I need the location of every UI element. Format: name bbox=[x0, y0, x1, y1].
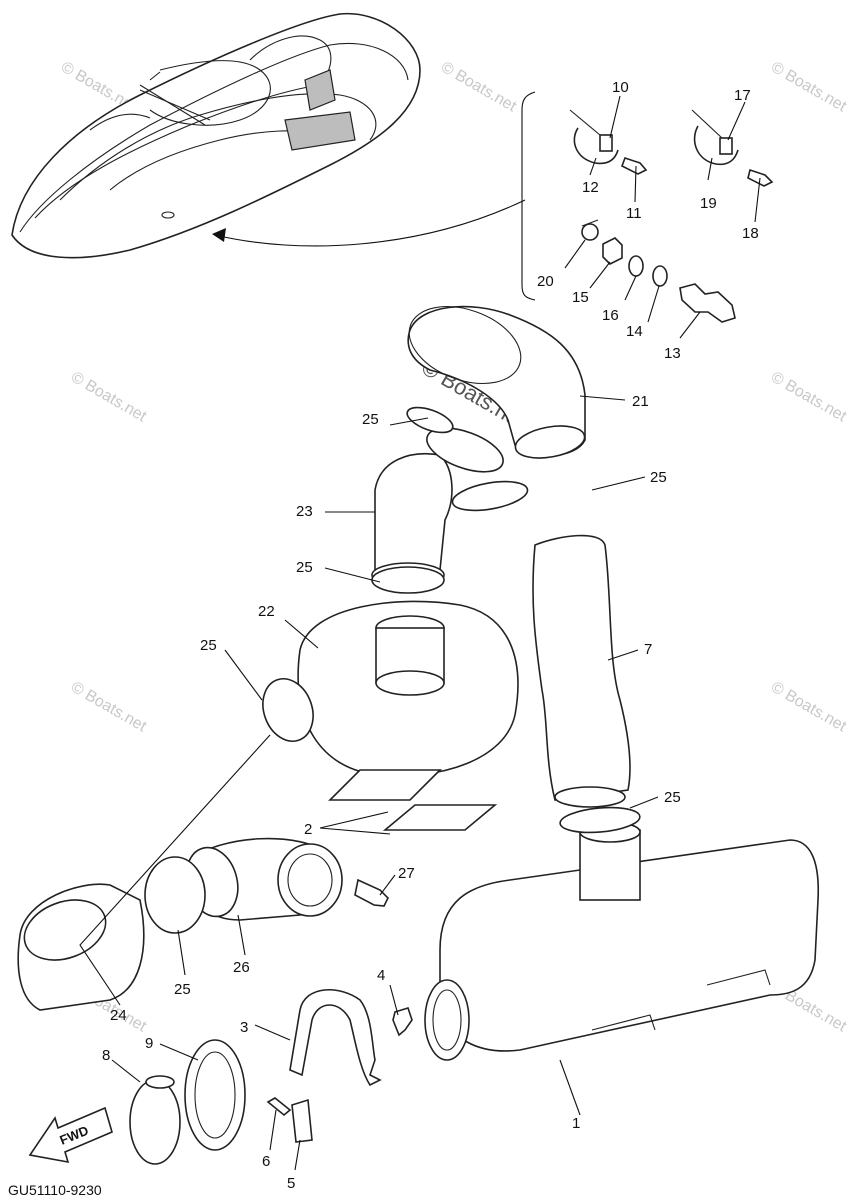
watermark: © Boats.net bbox=[768, 59, 850, 116]
valve-13 bbox=[679, 283, 736, 323]
callout-25-c: 25 bbox=[296, 559, 313, 576]
callout-12: 12 bbox=[582, 179, 599, 196]
callout-22: 22 bbox=[258, 603, 275, 620]
hose-7 bbox=[532, 534, 631, 801]
callout-25-a: 25 bbox=[362, 411, 379, 428]
hose-clip-20 bbox=[581, 223, 599, 241]
callout-6: 6 bbox=[262, 1153, 270, 1170]
watermark: © Boats.net bbox=[68, 369, 150, 426]
band-clamp-12 bbox=[573, 127, 619, 165]
callout-19: 19 bbox=[700, 195, 717, 212]
callout-25-d: 25 bbox=[200, 637, 217, 654]
bracket-5 bbox=[291, 1098, 313, 1143]
muffler-band-3 bbox=[289, 989, 382, 1087]
callout-1: 1 bbox=[572, 1115, 580, 1132]
washer-16 bbox=[628, 255, 644, 277]
callout-14: 14 bbox=[626, 323, 643, 340]
callout-25-f: 25 bbox=[174, 981, 191, 998]
watermark: © Boats.net bbox=[768, 679, 850, 736]
callout-20: 20 bbox=[537, 273, 554, 290]
bolt-4 bbox=[392, 1007, 413, 1037]
diagram-code: GU51110-9230 bbox=[8, 1182, 102, 1198]
callout-25-b: 25 bbox=[650, 469, 667, 486]
muffler-1 bbox=[439, 839, 820, 1052]
small-parts-group bbox=[569, 109, 774, 323]
clamp-block-17 bbox=[719, 137, 733, 155]
callout-10: 10 bbox=[612, 79, 629, 96]
gasket-2b bbox=[382, 804, 498, 831]
callout-2: 2 bbox=[304, 821, 312, 838]
gasket-2a bbox=[328, 769, 442, 801]
callout-5: 5 bbox=[287, 1175, 295, 1192]
callout-27: 27 bbox=[398, 865, 415, 882]
callout-17: 17 bbox=[734, 87, 751, 104]
exhaust-pipe-23 bbox=[374, 453, 453, 571]
bolt-27 bbox=[354, 878, 389, 907]
callout-25-e: 25 bbox=[664, 789, 681, 806]
leader-lines bbox=[79, 95, 761, 1171]
rivet-11 bbox=[620, 156, 648, 175]
callout-11: 11 bbox=[626, 205, 642, 222]
washer-14 bbox=[652, 265, 668, 287]
callout-4: 4 bbox=[377, 967, 385, 984]
callout-8: 8 bbox=[102, 1047, 110, 1064]
callout-26: 26 bbox=[233, 959, 250, 976]
callout-24: 24 bbox=[110, 1007, 127, 1024]
callout-21: 21 bbox=[632, 393, 649, 410]
screw-6 bbox=[266, 1097, 292, 1117]
callout-16: 16 bbox=[602, 307, 619, 324]
detail-bracket bbox=[521, 91, 536, 301]
watermark: © Boats.net bbox=[438, 59, 520, 116]
watermark: © Boats.net bbox=[68, 679, 150, 736]
detail-arrow bbox=[214, 199, 526, 247]
callout-7: 7 bbox=[644, 641, 652, 658]
fwd-arrow: FWD bbox=[28, 1106, 113, 1164]
callout-18: 18 bbox=[742, 225, 759, 242]
callout-13: 13 bbox=[664, 345, 681, 362]
callout-3: 3 bbox=[240, 1019, 248, 1036]
watermark: © Boats.net bbox=[768, 369, 850, 426]
callouts: 10 12 11 17 19 18 20 15 16 14 13 21 25 2… bbox=[102, 79, 759, 1192]
arrow-head bbox=[212, 228, 226, 242]
callout-9: 9 bbox=[145, 1035, 153, 1052]
callout-15: 15 bbox=[572, 289, 589, 306]
clamp-block-10 bbox=[599, 134, 613, 152]
callout-23: 23 bbox=[296, 503, 313, 520]
nut-15 bbox=[602, 237, 623, 265]
watercraft-illustration bbox=[11, 12, 421, 259]
